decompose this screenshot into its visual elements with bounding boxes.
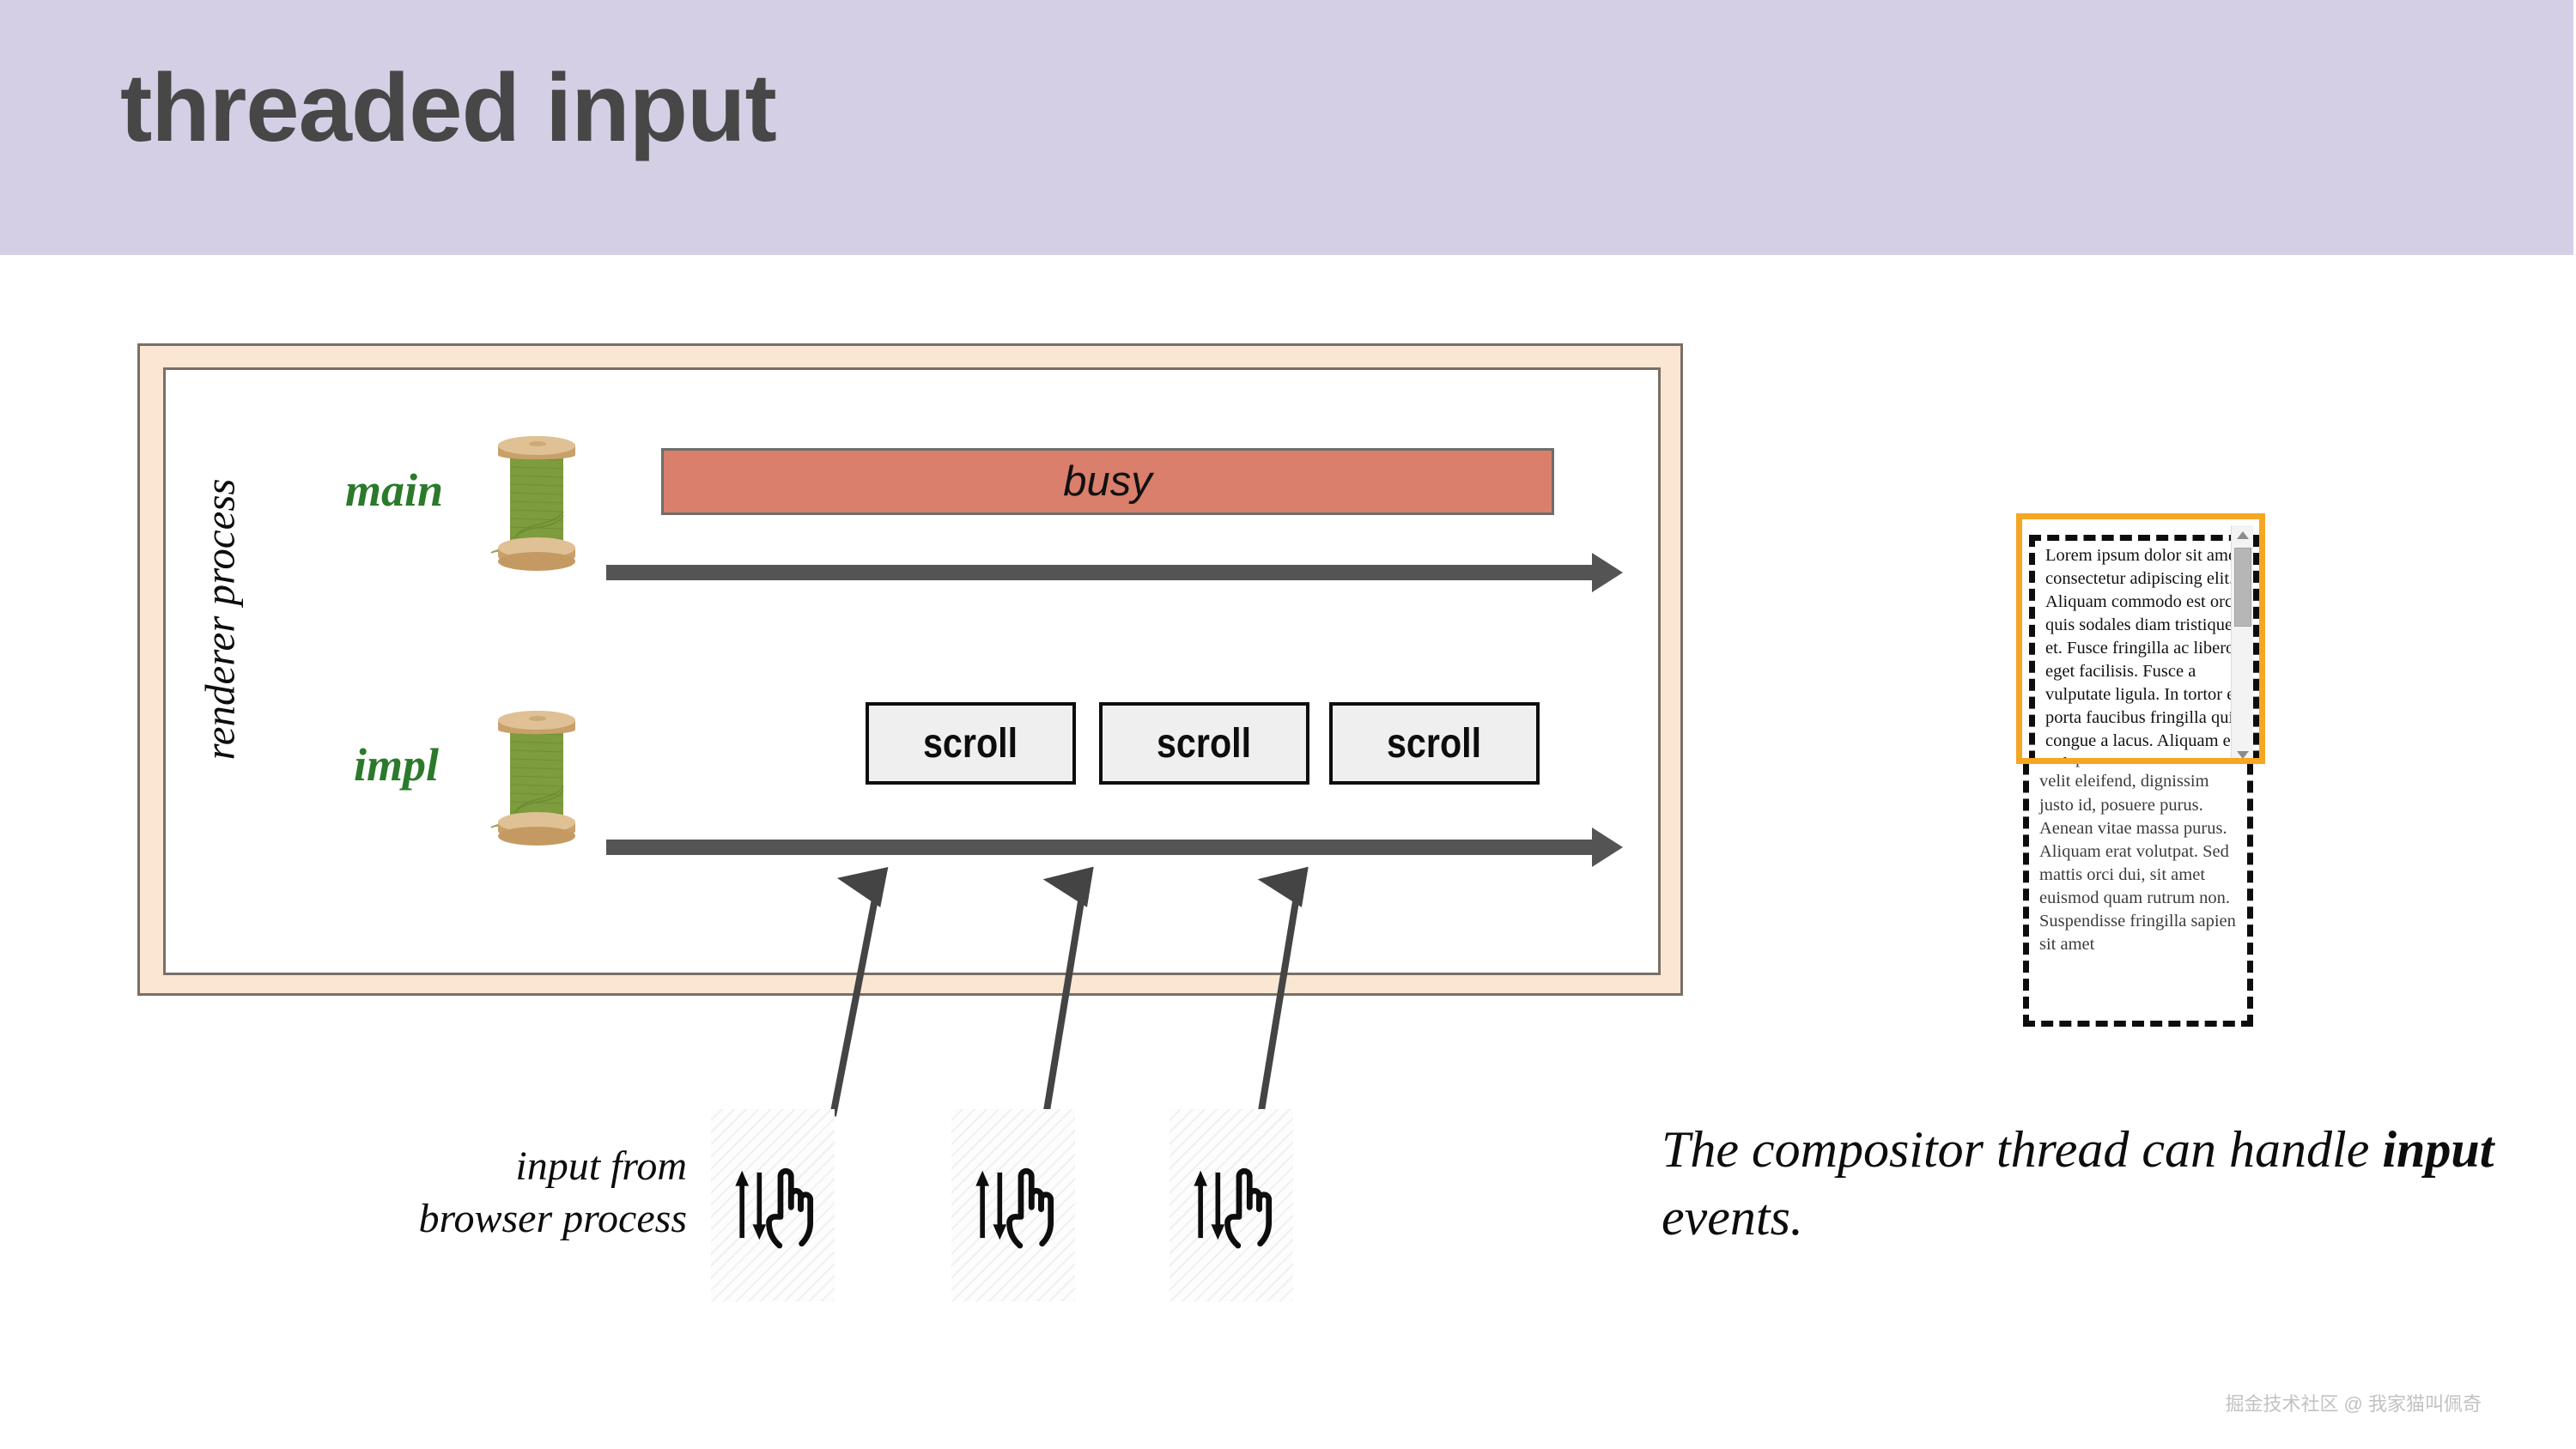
impl-thread-timeline-arrow [606,828,1623,867]
input-gesture-tile-2 [951,1109,1075,1301]
watermark: 掘金技术社区 @ 我家猫叫佩奇 [2225,1393,2482,1415]
scrollbar-thumb[interactable] [2234,548,2251,627]
scroll-task-label: scroll [1157,720,1252,767]
scrollbar-up-button[interactable] [2232,525,2254,544]
scroll-gesture-icon [735,1167,814,1249]
triangle-up-icon [2237,530,2249,539]
input-source-line-1: input from [515,1143,687,1189]
busy-block-label: busy [1063,458,1152,505]
scrollable-page-illustration: Lorem ipsum dolor sit amet, consectetur … [2016,513,2265,1046]
scroll-task-block-1: scroll [866,702,1076,785]
thread-label-main: main [345,464,444,516]
main-thread-timeline-arrow [606,553,1623,592]
renderer-process-label: renderer process [196,478,244,761]
input-gesture-tile-3 [1170,1109,1293,1301]
viewport-clip: Lorem ipsum dolor sit amet, consectetur … [2022,519,2259,758]
scrollbar-down-button[interactable] [2232,745,2254,758]
scroll-task-label: scroll [923,720,1018,767]
scroll-task-label: scroll [1387,720,1482,767]
scroll-task-block-2: scroll [1099,702,1309,785]
thread-spool-icon-impl [490,711,575,846]
scrollbar[interactable] [2231,525,2254,758]
input-gesture-tile-1 [711,1109,835,1301]
scroll-gesture-icon [975,1167,1054,1249]
input-source-label: input from browser process [258,1140,687,1246]
triangle-down-icon [2237,750,2249,758]
viewport-content-layer: Lorem ipsum dolor sit amet, consectetur … [2029,535,2259,758]
scroll-task-block-3: scroll [1329,702,1540,785]
busy-block: busy [661,448,1554,515]
viewport-outline: Lorem ipsum dolor sit amet, consectetur … [2016,513,2265,764]
caption-part-1: The compositor thread can handle [1662,1121,2383,1178]
header-band: threaded input [0,0,2573,255]
scroll-gesture-icon [1194,1167,1273,1249]
caption-emphasis: input [2382,1121,2494,1178]
viewport-visible-text: Lorem ipsum dolor sit amet, consectetur … [2045,546,2249,758]
input-source-line-2: browser process [418,1196,687,1242]
renderer-process-frame: renderer process [137,343,1683,996]
page-title: threaded input [120,54,777,161]
thread-spool-icon-main [490,436,575,571]
caption-part-2: events. [1662,1189,1803,1246]
thread-label-impl: impl [354,739,440,791]
caption-text: The compositor thread can handle input e… [1662,1116,2503,1252]
